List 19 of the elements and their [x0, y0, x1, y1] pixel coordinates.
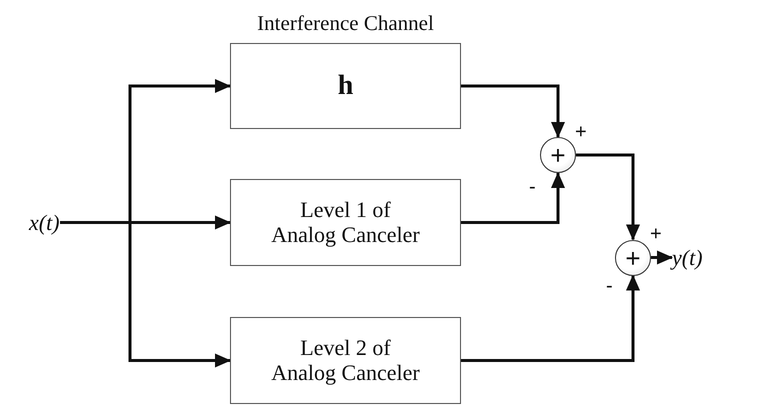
- block-text: Level 2 of Analog Canceler: [270, 336, 421, 385]
- arrow: [461, 84, 565, 138]
- sign-label: -: [606, 276, 613, 296]
- sign-label: -: [529, 177, 536, 197]
- process-box: [230, 179, 461, 266]
- signal-label: x(t): [29, 210, 60, 235]
- arrow: [651, 250, 673, 264]
- sign-label: +: [575, 122, 587, 142]
- process-box: [230, 317, 461, 404]
- sign-label: +: [650, 224, 662, 244]
- summing-junction: +: [615, 240, 651, 276]
- arrow: [461, 274, 640, 362]
- block-symbol: h: [338, 70, 354, 102]
- block-heading: Interference Channel: [256, 11, 435, 36]
- summing-junction: +: [540, 137, 576, 173]
- block-text: Level 1 of Analog Canceler: [270, 198, 421, 247]
- arrow: [461, 172, 565, 224]
- arrow: [576, 154, 640, 240]
- signal-label: y(t): [672, 245, 703, 270]
